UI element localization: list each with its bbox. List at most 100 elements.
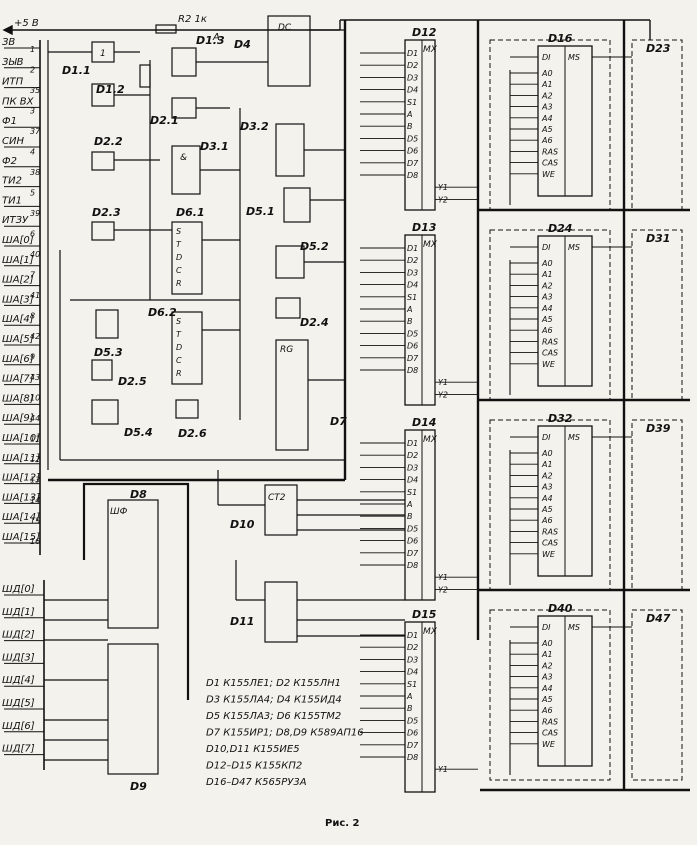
multiplexer-pin: D1 — [407, 49, 418, 58]
data-bus-label: ШД[3] — [2, 652, 35, 663]
multiplexer-pin: D1 — [407, 244, 418, 253]
left-signal-label: ЗЫВ — [2, 57, 24, 68]
flip-flop-pin: T — [176, 330, 182, 339]
memory-pin: DI — [542, 623, 551, 632]
flip-flop-pin: T — [176, 240, 182, 249]
logic-unit-label: D4 — [234, 38, 251, 51]
multiplexer-pin: D7 — [407, 741, 419, 750]
multiplexer-type: MX — [423, 627, 438, 637]
logic-unit-label: D3.2 — [240, 120, 269, 133]
memory-pin: A4 — [541, 114, 553, 123]
multiplexer-pin: D3 — [407, 463, 418, 472]
memory-pin: A0 — [541, 449, 553, 458]
data-buffer-frame — [82, 482, 190, 700]
memory-pin: WE — [542, 550, 556, 559]
memory-group-end: D47 — [646, 612, 671, 625]
connector-pin-number: 37 — [30, 127, 41, 136]
multiplexer-pin: A — [406, 692, 412, 701]
connector-pin-number: 42 — [30, 332, 40, 341]
multiplexer-pin: D4 — [407, 668, 418, 677]
logic-unit-label: D1.1 — [62, 64, 91, 77]
left-signal-label: ЗВ — [2, 37, 15, 48]
multiplexer-pin: D7 — [407, 159, 419, 168]
left-signal-label: ША[5] — [2, 334, 34, 345]
multiplexer-pin: A — [406, 110, 412, 119]
memory-pin: RAS — [542, 147, 558, 156]
left-signal-label: ША[4] — [2, 314, 34, 325]
connector-pin-number: 35 — [30, 86, 40, 95]
data-bus-label: ШД[7] — [2, 744, 35, 755]
flip-flop-pin: D — [176, 253, 182, 262]
memory-pin: A2 — [541, 661, 553, 670]
multiplexer-pin: D8 — [407, 753, 418, 762]
multiplexer-pin: D4 — [407, 86, 418, 95]
left-signal-label: ША[7] — [2, 374, 34, 385]
flip-flop-pin: S — [176, 317, 181, 326]
multiplexer-pin: Y2 — [438, 585, 448, 594]
legend-line: D3 К155ЛА4; D4 К155ИД4 — [206, 695, 342, 706]
logic-unit-label: D5.3 — [94, 346, 123, 359]
multiplexer-pin: A — [406, 500, 412, 509]
memory-pin: WE — [542, 740, 556, 749]
connector-pin-number: 39 — [30, 209, 40, 218]
memory-pin: MS — [568, 433, 580, 442]
multiplexer-pin: D2 — [407, 61, 418, 70]
multiplexer-name: D12 — [412, 26, 437, 39]
logic-unit-label: D2.3 — [92, 206, 121, 219]
flip-flop-pin: C — [176, 266, 182, 275]
multiplexer-type: MX — [423, 45, 438, 55]
left-signal-label: ПК ВХ — [2, 96, 35, 107]
logic-unit-label: D9 — [130, 780, 147, 793]
memory-pin: A3 — [541, 483, 553, 492]
memory-group-end: D39 — [646, 422, 671, 435]
logic-unit-label: D8 — [130, 488, 147, 501]
gate-symbol: RG — [280, 345, 293, 355]
left-signal-label: ША[11] — [2, 453, 40, 464]
left-signal-label: ША[13] — [2, 492, 40, 503]
gate-symbol: & — [180, 153, 187, 163]
power-label: +5 В — [14, 18, 39, 29]
memory-pin: A5 — [541, 505, 553, 514]
memory-pin: A6 — [541, 326, 553, 335]
connector-pin-number: 41 — [30, 291, 40, 300]
memory-pin: RAS — [542, 337, 558, 346]
logic-unit-label: D2.2 — [94, 135, 123, 148]
left-signal-label: ША[9] — [2, 413, 34, 424]
memory-pin: A1 — [541, 80, 553, 89]
memory-pin: MS — [568, 623, 580, 632]
memory-pin: A4 — [541, 304, 553, 313]
logic-unit-label: D2.5 — [118, 375, 147, 388]
memory-pin: MS — [568, 243, 580, 252]
multiplexer-pin: D6 — [407, 147, 418, 156]
multiplexer-pin: D6 — [407, 537, 418, 546]
multiplexer-pin: B — [407, 704, 413, 713]
connector-pin-number: 10 — [30, 394, 40, 403]
memory-name: D24 — [548, 222, 572, 235]
multiplexer-pin: D6 — [407, 342, 418, 351]
data-bus-connector: ШД[0]ШД[1]ШД[2]ШД[3]ШД[4]ШД[5]ШД[6]ШД[7] — [2, 580, 45, 770]
multiplexer-pin: D1 — [407, 439, 418, 448]
memory-pin: CAS — [542, 159, 558, 168]
multiplexer-pin: Y1 — [438, 183, 448, 192]
gate-symbol: CT2 — [268, 493, 286, 503]
multiplexer-column: D12MXD1D2D3D4S1ABD5D6D7D8Y1Y2D13MXD1D2D3… — [360, 26, 478, 793]
connector-pin-number: 2 — [30, 66, 35, 75]
connector-pin-number: 43 — [30, 373, 40, 382]
left-signal-label: ТИ2 — [2, 176, 22, 187]
legend-line: D5 К155ЛА3; D6 К155ТМ2 — [206, 711, 341, 722]
memory-pin: A4 — [541, 494, 553, 503]
multiplexer-pin: D5 — [407, 329, 418, 338]
memory-pin: A3 — [541, 673, 553, 682]
flip-flop-pin: R — [176, 279, 182, 288]
multiplexer-pin: D8 — [407, 561, 418, 570]
multiplexer-pin: D6 — [407, 729, 418, 738]
multiplexer-type: MX — [423, 435, 438, 445]
multiplexer-name: D13 — [412, 221, 437, 234]
flip-flop-pin: C — [176, 356, 182, 365]
